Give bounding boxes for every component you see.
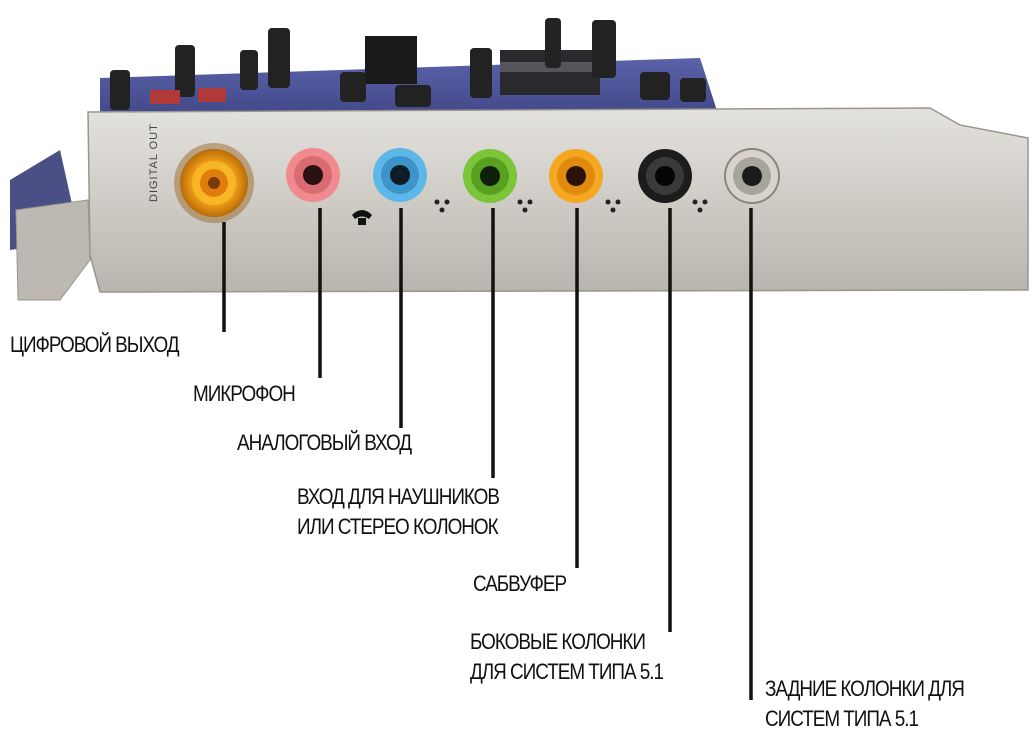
label-subwoofer: САБВУФЕР: [473, 569, 567, 599]
label-digital-out: ЦИФРОВОЙ ВЫХОД: [10, 330, 180, 360]
speaker-layout-icons: [434, 199, 708, 213]
label-line: ВХОД ДЛЯ НАУШНИКОВ: [297, 484, 500, 509]
jack-headphones[interactable]: [463, 149, 517, 203]
label-rear-speakers: ЗАДНИЕ КОЛОНКИ ДЛЯ СИСТЕМ ТИПА 5.1: [765, 674, 965, 734]
phone-icon: [352, 210, 372, 225]
leader-lines: [222, 208, 753, 700]
metal-bracket: DIGITAL OUT: [15, 107, 1029, 301]
label-side-speakers: БОКОВЫЕ КОЛОНКИ ДЛЯ СИСТЕМ ТИПА 5.1: [470, 627, 664, 687]
label-line: МИКРОФОН: [193, 381, 296, 406]
jack-side-speakers[interactable]: [638, 149, 692, 203]
capacitors: [110, 18, 706, 110]
label-line-in: АНАЛОГОВЫЙ ВХОД: [237, 428, 412, 458]
label-line: ИЛИ СТЕРЕО КОЛОНОК: [297, 514, 499, 539]
label-line: ЗАДНИЕ КОЛОНКИ ДЛЯ: [765, 676, 965, 701]
jack-line-in[interactable]: [373, 148, 427, 202]
label-line: СИСТЕМ ТИПА 5.1: [765, 706, 919, 731]
pcb-board: [10, 18, 720, 250]
jack-digital-out[interactable]: [174, 143, 254, 223]
ic-chip: [365, 36, 417, 84]
label-line: САБВУФЕР: [473, 571, 567, 596]
digital-out-text: DIGITAL OUT: [148, 123, 160, 202]
label-headphones: ВХОД ДЛЯ НАУШНИКОВ ИЛИ СТЕРЕО КОЛОНОК: [297, 482, 500, 542]
label-line: ЦИФРОВОЙ ВЫХОД: [10, 332, 180, 357]
label-microphone: МИКРОФОН: [193, 379, 296, 409]
label-line: АНАЛОГОВЫЙ ВХОД: [237, 430, 412, 455]
jack-subwoofer[interactable]: [549, 149, 603, 203]
label-line: ДЛЯ СИСТЕМ ТИПА 5.1: [470, 659, 664, 684]
jack-rear-speakers[interactable]: [724, 148, 780, 204]
jack-microphone[interactable]: [286, 148, 340, 202]
label-line: БОКОВЫЕ КОЛОНКИ: [470, 629, 646, 654]
